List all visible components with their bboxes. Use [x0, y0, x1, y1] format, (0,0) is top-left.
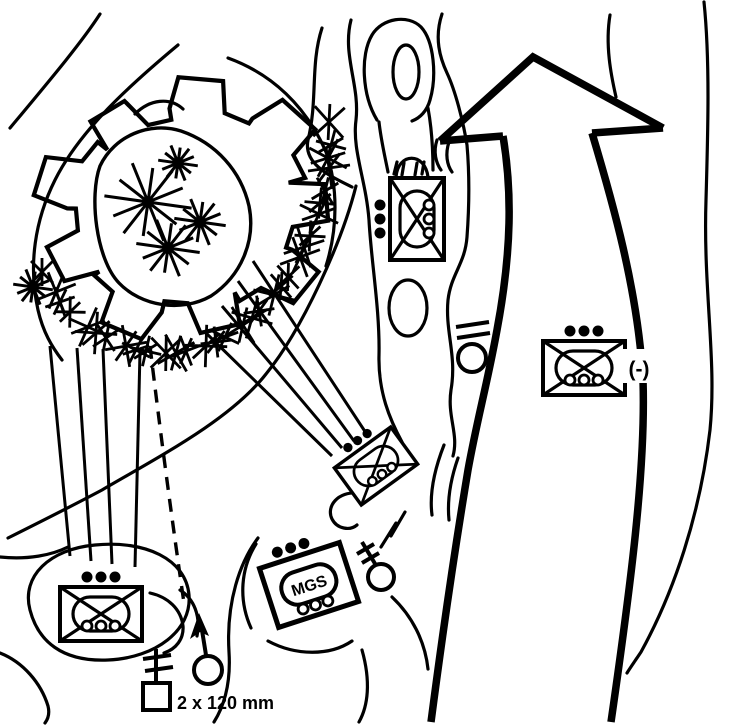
arrowhead [437, 52, 665, 144]
wire-obstacle-mark [121, 335, 151, 365]
arrow-shaft-left-edge [427, 135, 513, 723]
arrow-barb-left [439, 132, 504, 145]
mortar-crossbar [144, 665, 174, 673]
echelon-dot [285, 542, 297, 554]
contour [8, 12, 102, 130]
fan-line [75, 347, 93, 562]
bar [455, 320, 490, 329]
contour-tick [400, 161, 406, 177]
wire-obstacle-mark [308, 138, 348, 178]
wire-obstacle-mark [156, 333, 196, 373]
mortar-circle [366, 562, 396, 592]
contour [606, 13, 618, 99]
contour [394, 156, 430, 179]
arrow-barb-right [591, 124, 664, 137]
fire-fan-southwest [48, 345, 142, 568]
contour-oval [391, 43, 421, 101]
contour [0, 651, 51, 725]
mortar-staff [360, 540, 379, 569]
wire-obstacle-mark [149, 334, 183, 372]
stream-left-edge [346, 18, 404, 444]
echelon-dot [298, 538, 310, 550]
mortar-position-south [141, 613, 224, 712]
wire-obstacle-mark [54, 296, 86, 328]
mortar-crossbar [355, 542, 376, 556]
contour [390, 595, 430, 671]
hill-oval-southwest [26, 542, 191, 662]
star-burst-icon [157, 144, 199, 182]
contour-hill-top [362, 17, 436, 123]
wheel-icon [321, 594, 335, 608]
fan-line [251, 260, 368, 434]
mortar-crossbar [360, 551, 381, 565]
infantry-platoon-east-group: (-) [541, 323, 655, 397]
mgs-platoon-icon: MGS [256, 538, 362, 631]
contour [148, 591, 185, 655]
strongpoint-gear-outline [31, 75, 331, 342]
wire-obstacle-mark [312, 103, 346, 141]
fan-line [236, 280, 356, 442]
label-backing [623, 349, 655, 383]
mortar-arrowhead [190, 613, 209, 639]
contour-tick [392, 160, 399, 176]
contour [241, 542, 258, 630]
mortar-fire-dashed-line [148, 345, 186, 604]
contour [31, 43, 180, 362]
fan-line [133, 350, 142, 568]
wire-obstacle-mark [283, 226, 325, 268]
mortar-crossbar [142, 653, 172, 661]
wheel-icon [309, 598, 322, 612]
star-burst-icon [104, 162, 192, 242]
fire-fan-center [203, 260, 368, 458]
contour [377, 120, 390, 174]
contour [266, 639, 354, 654]
wire-obstacle-mark [44, 286, 76, 318]
contour [446, 456, 460, 522]
fan-line [48, 345, 72, 557]
reduced-strength-label: (-) [629, 358, 650, 381]
fan-line [220, 305, 344, 449]
contour-tick [445, 140, 454, 174]
mgs-frame [256, 539, 362, 631]
axis-of-advance-arrow [427, 52, 665, 723]
position-circle [456, 342, 488, 374]
contour-dash [379, 521, 398, 549]
wire-obstacle-mark [74, 311, 118, 355]
contour-tick [433, 138, 443, 172]
stream-right-edge [436, 12, 471, 458]
fan-line [203, 330, 334, 458]
wire-obstacle-mark [304, 187, 336, 219]
star-burst-icon [12, 268, 54, 306]
contour [212, 536, 260, 724]
fire-fans [48, 260, 368, 604]
star-burst-icon [174, 198, 226, 246]
objective-inner-contour [93, 126, 253, 308]
mortar-symbol-center [355, 540, 396, 592]
echelon-dot [271, 546, 283, 558]
contour-curl [328, 491, 361, 530]
contour-tick [413, 161, 419, 177]
fan-line [101, 348, 114, 565]
mortar-caliber-label: 2 x 120 mm [177, 693, 274, 713]
contour-oval [387, 278, 429, 338]
section-position-marker [455, 320, 491, 374]
wire-obstacle-mark [30, 258, 54, 286]
contour-dash [389, 510, 407, 538]
contour-tick [420, 160, 426, 176]
contour [133, 99, 185, 116]
star-burst-icon [136, 219, 200, 277]
gear-outline [31, 75, 331, 342]
contour [426, 106, 435, 172]
obstacle-star-bursts [12, 144, 226, 306]
contour [357, 648, 370, 724]
wheel-icon [296, 602, 310, 616]
contour [429, 443, 446, 517]
arrow-shaft-right-edge [588, 131, 648, 723]
bar [456, 331, 491, 340]
mortar-circle [192, 654, 224, 686]
contour [625, 0, 714, 675]
mortar-base-square [141, 681, 172, 712]
contour [0, 545, 70, 560]
